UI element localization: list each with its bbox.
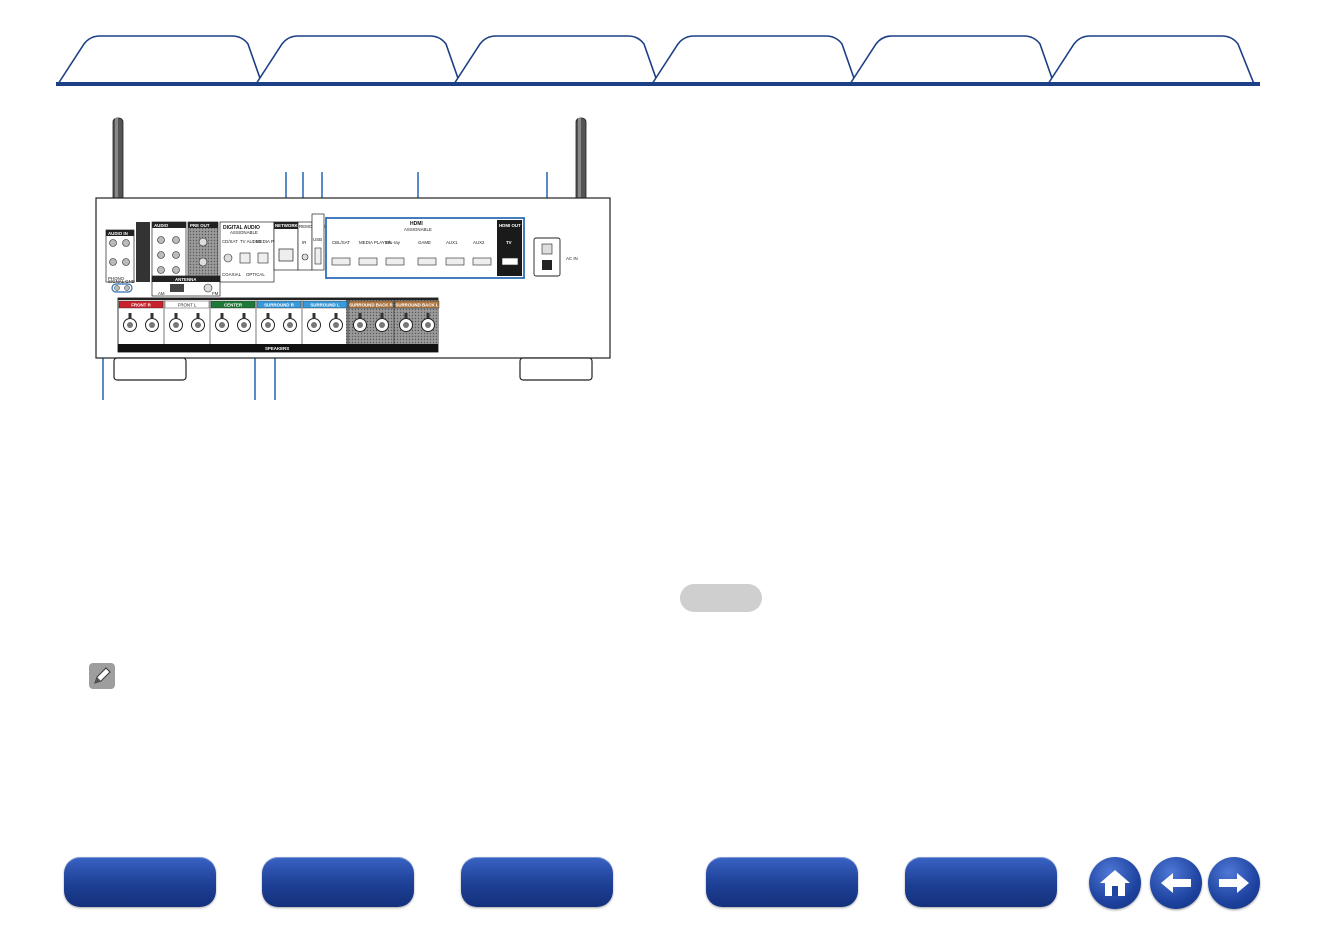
optical-tv-label: TV AUDIO <box>240 239 261 244</box>
audio-in-label: AUDIO IN <box>108 231 128 236</box>
back-button[interactable] <box>1150 857 1202 909</box>
hdmi-panel: HDMI ASSIGNABLE CBL/SAT MEDIA PLAYER Blu… <box>325 217 525 279</box>
network-label: NETWORK <box>275 223 299 228</box>
speaker-terminal-5-label: SURROUND L <box>310 303 340 308</box>
speaker-terminal-2-label: FRONT L <box>178 303 197 308</box>
pre-out-label: PRE OUT <box>190 223 210 228</box>
speaker-terminal-3: CENTER <box>209 300 256 344</box>
network-panel: NETWORK <box>273 221 299 271</box>
arrow-right-icon <box>1219 873 1249 893</box>
speaker-terminal-1-label: FRONT R <box>131 303 151 308</box>
speaker-terminal-3-label: CENTER <box>224 303 243 308</box>
signal-gnd-terminal: SIGNAL GND <box>108 279 135 293</box>
footer-button-5[interactable] <box>905 857 1057 907</box>
pre-out-panel: PRE OUT <box>187 221 219 283</box>
tab-6[interactable] <box>1046 35 1256 85</box>
hdmi-in-2-label: MEDIA PLAYER <box>359 240 391 245</box>
receiver-rear-panel-illustration: AUDIO IN PHONO AUDIO PRE OUT DIGITAL AUD… <box>95 117 611 400</box>
hdmi-out-label: HDMI OUT <box>499 223 521 228</box>
usb-label: USB <box>313 237 322 242</box>
tab-bar-underline <box>56 82 1260 86</box>
tab-1[interactable] <box>56 35 264 85</box>
tab-3[interactable] <box>452 35 660 85</box>
pencil-icon <box>89 663 115 689</box>
speaker-terminal-6: SURROUND BACK R <box>347 300 394 344</box>
optical-media-label: MEDIA PLAYER <box>256 239 288 244</box>
speaker-terminals-panel: SPEAKERS FRONT R FRONT L CENTER SURROUND R S… <box>117 297 440 353</box>
footer-button-4[interactable] <box>706 857 858 907</box>
hdmi-in-6-label: AUX2 <box>473 240 485 245</box>
audio-label: AUDIO <box>154 223 169 228</box>
ac-in-label: AC IN <box>566 256 578 261</box>
antenna-label: ANTENNA <box>175 277 197 282</box>
speakers-label: SPEAKERS <box>265 346 289 351</box>
coaxial-label: COAXIAL <box>222 272 242 277</box>
hdmi-label: HDMI <box>410 221 423 227</box>
coaxial-input-label: CD/SAT <box>222 239 238 244</box>
speaker-terminal-6-label: SURROUND BACK R <box>349 303 393 308</box>
audio-in-strip <box>136 222 150 282</box>
footer-button-2[interactable] <box>262 857 414 907</box>
foot-right <box>519 357 593 381</box>
antenna-terminals: ANTENNA AM FM <box>151 275 221 297</box>
tab-2[interactable] <box>254 35 462 85</box>
hdmi-assignable-label: ASSIGNABLE <box>404 227 432 232</box>
ac-inlet: AC IN <box>533 237 578 277</box>
home-button[interactable] <box>1089 857 1141 909</box>
monitor-label: TV <box>506 240 512 245</box>
phono-label: PHONO <box>108 276 125 281</box>
footer-button-3[interactable] <box>461 857 613 907</box>
speaker-terminal-5: SURROUND L <box>301 300 348 344</box>
speaker-terminal-4-label: SURROUND R <box>264 303 295 308</box>
ir-label: IR <box>302 240 306 245</box>
speaker-groups: FRONT R FRONT L CENTER SURROUND R SURROUND L… <box>118 300 440 344</box>
usb-panel: USB <box>311 213 325 271</box>
digital-audio-panel: DIGITAL AUDIO ASSIGNABLE CD/SAT TV AUDIO… <box>219 221 288 283</box>
foot-left <box>113 357 187 381</box>
digital-audio-label: DIGITAL AUDIO <box>223 225 260 231</box>
hdmi-in-3-label: Blu-ray <box>386 240 401 245</box>
note-pill <box>680 584 762 612</box>
audio-in-panel: AUDIO IN PHONO <box>105 229 135 283</box>
tab-5[interactable] <box>848 35 1056 85</box>
speaker-terminal-7: SURROUND BACK L <box>393 300 440 344</box>
hdmi-in-5-label: AUX1 <box>446 240 458 245</box>
signal-gnd-label: SIGNAL GND <box>108 279 135 284</box>
audio-panel: AUDIO <box>151 221 187 283</box>
tab-4[interactable] <box>650 35 858 85</box>
speaker-terminal-1: FRONT R <box>118 300 164 332</box>
forward-button[interactable] <box>1208 857 1260 909</box>
optical-label: OPTICAL <box>246 272 265 277</box>
hdmi-in-4-label: GAME <box>418 240 431 245</box>
digital-assignable-label: ASSIGNABLE <box>230 230 258 235</box>
speaker-terminal-4: SURROUND R <box>255 300 302 344</box>
speaker-terminal-2: FRONT L <box>163 300 210 344</box>
am-label: AM <box>158 291 165 296</box>
footer-button-1[interactable] <box>64 857 216 907</box>
fm-label: FM <box>212 291 219 296</box>
home-icon <box>1100 870 1130 896</box>
hdmi-in-1-label: CBL/SAT <box>332 240 350 245</box>
speaker-terminal-7-label: SURROUND BACK L <box>395 303 438 308</box>
top-tab-bar <box>56 35 1260 86</box>
arrow-left-icon <box>1161 873 1191 893</box>
